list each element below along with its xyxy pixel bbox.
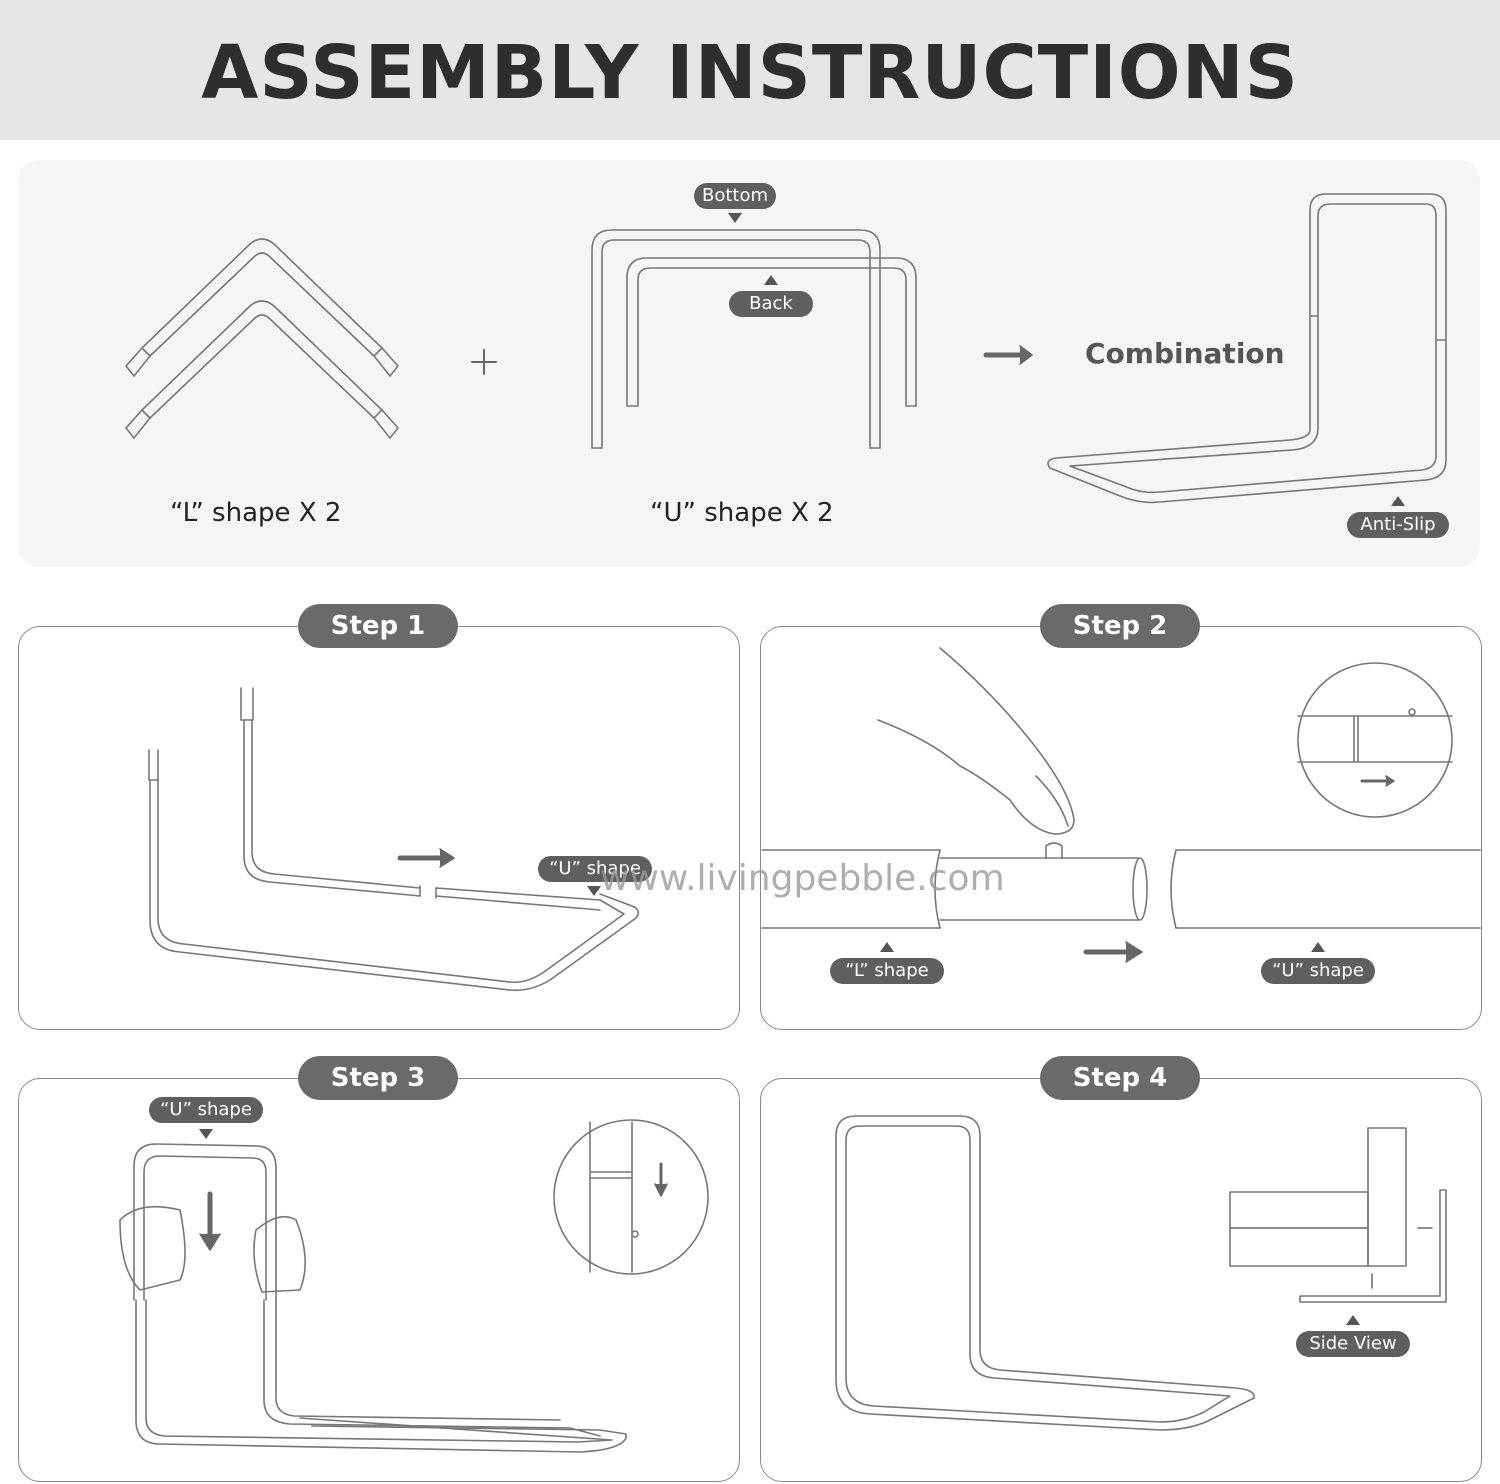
step-3-u-shape-tag: “U” shape	[149, 1097, 263, 1123]
step-1-panel	[18, 626, 740, 1030]
step-3-illustration	[119, 1119, 709, 1453]
bottom-tag: Bottom	[694, 183, 776, 209]
step-2-u-pointer-icon	[1311, 942, 1325, 952]
header-banner: ASSEMBLY INSTRUCTIONS	[0, 0, 1500, 140]
combination-illustration	[1047, 193, 1447, 504]
parts-overview-panel	[18, 160, 1480, 567]
step-4-illustration	[835, 1115, 1447, 1431]
combination-label: Combination	[1085, 337, 1285, 370]
step-1-illustration	[148, 687, 640, 992]
l-shape-caption: “L” shape X 2	[170, 498, 342, 528]
back-tag: Back	[729, 291, 813, 317]
step-2-u-shape-tag: “U” shape	[1261, 958, 1375, 984]
step-2-label: Step 2	[1040, 604, 1200, 648]
step-1-label: Step 1	[298, 604, 458, 648]
bottom-pointer-icon	[728, 213, 742, 223]
u-shape-part-illustration	[591, 229, 917, 449]
step-4-label: Step 4	[1040, 1056, 1200, 1100]
page-title: ASSEMBLY INSTRUCTIONS	[201, 30, 1299, 116]
step-2-illustration	[761, 647, 1481, 929]
u-shape-caption: “U” shape X 2	[650, 498, 834, 528]
step-3-panel	[18, 1078, 740, 1482]
step-3-u-pointer-icon	[199, 1129, 213, 1139]
step-3-label: Step 3	[298, 1056, 458, 1100]
l-shape-part-illustration	[125, 238, 399, 439]
step-2-l-pointer-icon	[880, 942, 894, 952]
back-pointer-icon	[764, 275, 778, 285]
anti-slip-pointer-icon	[1391, 496, 1405, 506]
step-1-u-shape-tag: “U” shape	[538, 856, 652, 882]
side-view-tag: Side View	[1296, 1331, 1410, 1357]
anti-slip-tag: Anti-Slip	[1347, 512, 1449, 538]
step-2-l-shape-tag: “L” shape	[830, 958, 944, 984]
step-1-u-pointer-icon	[587, 886, 601, 896]
side-view-pointer-icon	[1346, 1315, 1360, 1325]
watermark: www.livingpebble.com	[600, 858, 1005, 899]
